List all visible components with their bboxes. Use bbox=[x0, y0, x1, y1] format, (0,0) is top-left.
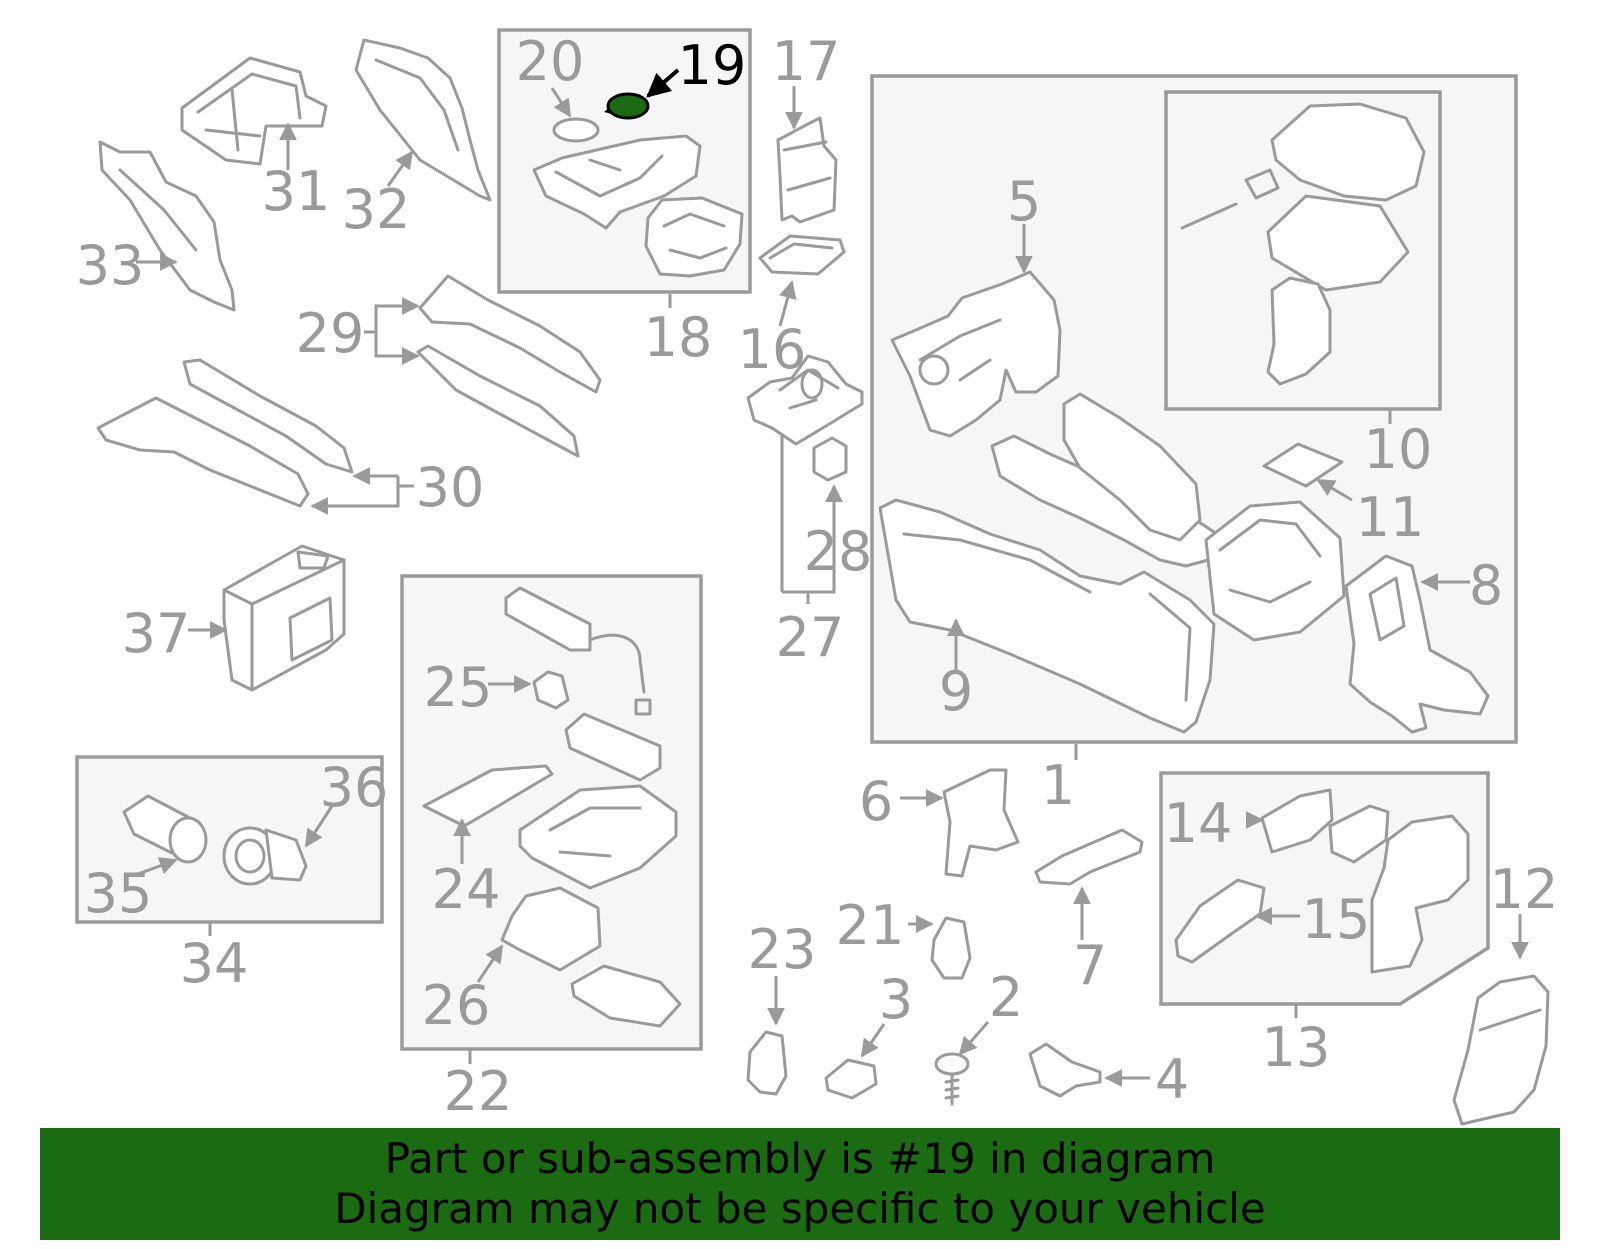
callout-36: 36 bbox=[320, 756, 389, 819]
callout-7: 7 bbox=[1073, 934, 1107, 997]
callout-28: 28 bbox=[804, 520, 873, 583]
part-3-outline bbox=[824, 1058, 878, 1100]
callout-4: 4 bbox=[1155, 1048, 1189, 1111]
callout-27: 27 bbox=[776, 606, 845, 669]
part-19-highlighted bbox=[604, 92, 650, 120]
callout-8: 8 bbox=[1469, 554, 1503, 617]
callout-12: 12 bbox=[1490, 858, 1559, 921]
part-console-frame bbox=[990, 392, 1346, 642]
callout-25: 25 bbox=[424, 656, 493, 719]
callout-labels: 1 2 3 4 5 6 7 8 9 10 11 12 13 14 15 16 1… bbox=[76, 30, 1559, 1123]
callout-13: 13 bbox=[1262, 1016, 1331, 1079]
callout-18: 18 bbox=[644, 306, 713, 369]
part-12-outline bbox=[1452, 974, 1550, 1126]
callout-35: 35 bbox=[84, 862, 153, 925]
part-13-panel bbox=[1328, 804, 1470, 974]
banner-line-2: Diagram may not be specific to your vehi… bbox=[334, 1184, 1266, 1233]
callout-30: 30 bbox=[416, 456, 485, 519]
part-21-outline bbox=[930, 916, 972, 980]
callout-21: 21 bbox=[836, 894, 905, 957]
part-7-outline bbox=[1034, 828, 1144, 886]
banner-line-1: Part or sub-assembly is #19 in diagram bbox=[384, 1134, 1216, 1183]
part-35-outline bbox=[122, 794, 208, 864]
callout-1: 1 bbox=[1041, 754, 1075, 817]
part-4-outline bbox=[1028, 1042, 1102, 1098]
callout-19: 19 bbox=[678, 34, 747, 97]
callout-2: 2 bbox=[989, 966, 1023, 1029]
part-10-armrest bbox=[1180, 102, 1426, 386]
part-30-outline bbox=[96, 358, 354, 508]
part-16-outline bbox=[758, 234, 846, 276]
part-20-outline bbox=[552, 117, 600, 143]
callout-9: 9 bbox=[939, 660, 973, 723]
callout-34: 34 bbox=[180, 932, 249, 995]
callout-10: 10 bbox=[1364, 418, 1433, 481]
callout-11: 11 bbox=[1356, 486, 1425, 549]
part-27-outline bbox=[746, 354, 864, 446]
info-banner: Part or sub-assembly is #19 in diagram D… bbox=[40, 1128, 1560, 1240]
leader-lines bbox=[136, 68, 1529, 1087]
part-37-outline bbox=[222, 544, 346, 692]
part-28-outline bbox=[812, 436, 848, 482]
part-8-outline bbox=[1344, 554, 1490, 734]
part-2-outline bbox=[934, 1052, 970, 1106]
callout-23: 23 bbox=[748, 918, 817, 981]
callout-32: 32 bbox=[342, 178, 411, 241]
callout-20: 20 bbox=[516, 30, 585, 93]
callout-29: 29 bbox=[296, 302, 365, 365]
callout-5: 5 bbox=[1007, 170, 1041, 233]
part-36-outline bbox=[222, 826, 308, 886]
callout-6: 6 bbox=[859, 770, 893, 833]
callout-3: 3 bbox=[879, 968, 913, 1031]
part-33-outline bbox=[98, 140, 236, 312]
part-15-outline bbox=[1174, 878, 1266, 964]
callout-16: 16 bbox=[738, 318, 807, 381]
part-23-outline bbox=[746, 1030, 788, 1096]
part-31-outline bbox=[180, 56, 328, 166]
part-18-cupholder-outline bbox=[532, 134, 744, 278]
callout-24: 24 bbox=[432, 858, 501, 921]
callout-26: 26 bbox=[422, 974, 491, 1037]
part-29-outline bbox=[416, 274, 602, 458]
part-5-outline bbox=[890, 270, 1062, 438]
part-17-outline bbox=[776, 116, 838, 224]
callout-33: 33 bbox=[76, 234, 145, 297]
callout-37: 37 bbox=[122, 602, 191, 665]
part-22-contents bbox=[422, 586, 682, 1028]
callout-22: 22 bbox=[444, 1060, 513, 1123]
part-6-outline bbox=[942, 768, 1020, 878]
part-32-outline bbox=[354, 38, 492, 202]
callout-14: 14 bbox=[1164, 792, 1233, 855]
part-14-outline bbox=[1260, 788, 1334, 854]
callout-15: 15 bbox=[1302, 888, 1371, 951]
callout-17: 17 bbox=[772, 30, 841, 93]
part-11-outline bbox=[1262, 442, 1344, 488]
callout-31: 31 bbox=[262, 160, 331, 223]
